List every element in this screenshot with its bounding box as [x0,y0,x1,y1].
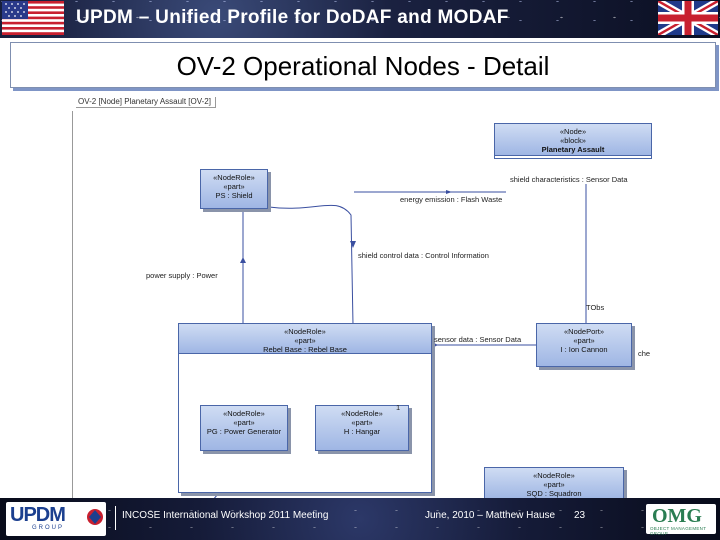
node-stereotype: «Node» [559,127,587,136]
label-edge-cut: che [638,349,651,358]
footer-page-number: 23 [574,510,586,521]
updm-logo-subtext: GROUP [32,525,65,531]
node-stereotype: «block» [560,136,586,145]
slide-title-box: OV-2 Operational Nodes - Detail [10,42,716,88]
updm-logo: UPDM GROUP [6,502,106,536]
label-sensor-data: sensor data : Sensor Data [434,335,522,344]
node-name: PS : Shield [215,191,253,200]
arrowhead-shield-control [350,241,356,248]
node-name: SQD : Squadron [526,489,582,498]
node-stereotype: «part» [573,336,595,345]
node-stereotype: «NodeRole» [223,409,265,418]
node-name: Planetary Assault [541,145,605,154]
node-stereotype: «NodeRole» [533,471,575,480]
footer-bar: UPDM GROUP INCOSE International Workshop… [0,498,720,540]
node-name: Rebel Base : Rebel Base [263,345,347,354]
omg-logo-subtext: OBJECT MANAGEMENT GROUP [650,526,707,536]
node-stereotype: «NodeRole» [213,173,255,182]
diagram-frame-border [72,111,73,501]
omg-logo-text: OMG [652,505,702,527]
updm-logo-text: UPDM [10,504,66,526]
slide-title: OV-2 Operational Nodes - Detail [176,51,550,81]
label-shield-control: shield control data : Control Informatio… [358,251,489,260]
shield-control-line [268,204,354,326]
footer-divider [115,506,116,530]
uk-flag-icon [658,1,718,35]
header-banner: UPDM – Unified Profile for DoDAF and MOD… [0,0,720,38]
footer-date-author: June, 2010 – Matthew Hause [425,510,556,521]
node-stereotype: «NodeRole» [284,327,326,336]
node-ion-cannon[interactable]: «NodePort» «part» I : Ion Cannon [536,323,632,367]
node-name: H : Hangar [343,427,381,436]
node-squadron[interactable]: «NodeRole» «part» SQD : Squadron [484,467,624,500]
arrowhead-power [240,257,246,263]
node-stereotype: «part» [294,336,316,345]
node-stereotype: «NodeRole» [341,409,383,418]
node-stereotype: «NodePort» [563,327,605,336]
node-power-generator[interactable]: «NodeRole» «part» PG : Power Generator [200,405,288,451]
footer-event: INCOSE International Workshop 2011 Meeti… [122,510,329,521]
diagram-frame-label: OV-2 [Node] Planetary Assault [OV-2] [76,97,216,108]
node-name: PG : Power Generator [206,427,282,436]
node-stereotype: «part» [351,418,373,427]
arrowhead-sensor [432,342,438,348]
label-tobs: TObs [586,303,605,312]
node-shield[interactable]: «NodeRole» «part» PS : Shield [200,169,268,209]
node-name: I : Ion Cannon [560,345,608,354]
node-stereotype: «part» [223,182,245,191]
label-shield-characteristics: shield characteristics : Sensor Data [510,175,628,184]
label-energy-emission: energy emission : Flash Waste [400,195,503,204]
label-multiplicity: 1 [396,403,401,412]
arrowhead-energy [446,190,452,194]
label-power-supply: power supply : Power [146,271,218,280]
ov2-diagram: OV-2 [Node] Planetary Assault [OV-2] «No… [66,95,652,501]
updm-logo-mark-icon [87,509,103,525]
banner-title: UPDM – Unified Profile for DoDAF and MOD… [76,7,509,28]
starfield-background [0,0,720,38]
node-stereotype: «part» [543,480,565,489]
us-flag-icon [2,1,64,35]
node-hangar[interactable]: «NodeRole» «part» H : Hangar [315,405,409,451]
node-stereotype: «part» [233,418,255,427]
omg-logo: OMG OBJECT MANAGEMENT GROUP [646,504,716,536]
node-planetary-assault[interactable]: «Node» «block» Planetary Assault [494,123,652,159]
starfield-background [0,498,720,540]
